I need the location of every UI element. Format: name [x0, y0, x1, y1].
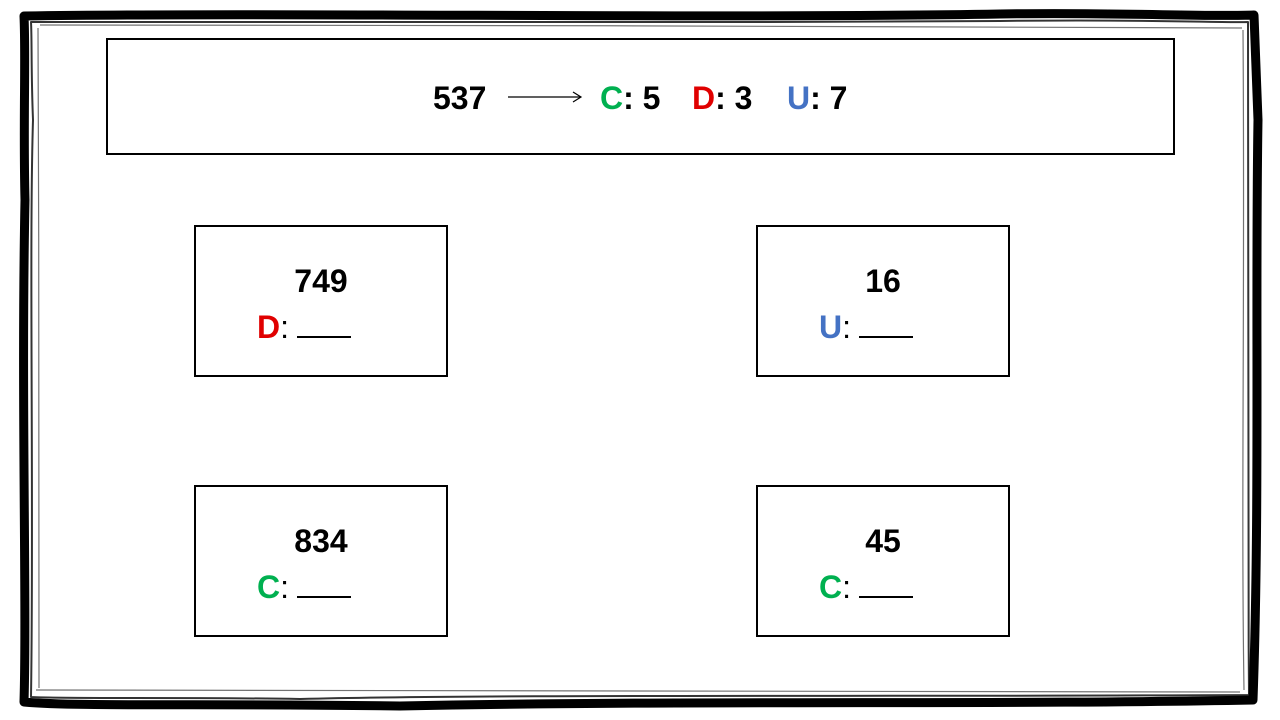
exercise-card-1: 749 D: — [194, 225, 448, 377]
answer-blank[interactable] — [297, 570, 351, 598]
example-part-d: D: 3 — [692, 80, 752, 116]
example-letter-c: C — [600, 80, 624, 116]
exercise-card-3: 834 C: — [194, 485, 448, 637]
exercise-number: 749 — [294, 263, 348, 299]
exercise-sep: : — [842, 309, 851, 345]
exercise-prompt: U: — [819, 309, 913, 345]
example-letter-d: D — [692, 80, 716, 116]
answer-blank[interactable] — [297, 310, 351, 338]
example-value-u: 7 — [829, 80, 848, 116]
exercise-card-4: 45 C: — [756, 485, 1010, 637]
answer-blank[interactable] — [859, 310, 913, 338]
example-letter-u: U — [787, 80, 811, 116]
exercise-prompt: C: — [819, 569, 913, 605]
example-part-u: U: 7 — [787, 80, 847, 116]
arrow-right-icon — [508, 91, 583, 103]
example-sep-u: : — [810, 80, 821, 116]
example-value-c: 5 — [642, 80, 661, 116]
example-part-c: C: 5 — [600, 80, 660, 116]
example-box: 537 C: 5 D: 3 U: 7 — [106, 38, 1175, 155]
exercise-letter: D — [257, 309, 281, 345]
example-sep-d: : — [715, 80, 726, 116]
exercise-prompt: C: — [257, 569, 351, 605]
exercise-sep: : — [280, 309, 289, 345]
exercise-sep: : — [842, 569, 851, 605]
exercise-prompt: D: — [257, 309, 351, 345]
example-sep-c: : — [623, 80, 634, 116]
example-number: 537 — [433, 80, 487, 116]
exercise-number: 834 — [294, 523, 348, 559]
exercise-letter: C — [257, 569, 281, 605]
exercise-number: 45 — [865, 523, 901, 559]
exercise-letter: C — [819, 569, 843, 605]
exercise-number: 16 — [865, 263, 901, 299]
example-line: 537 C: 5 D: 3 U: 7 — [108, 40, 1173, 153]
exercise-letter: U — [819, 309, 843, 345]
example-value-d: 3 — [734, 80, 753, 116]
answer-blank[interactable] — [859, 570, 913, 598]
exercise-card-2: 16 U: — [756, 225, 1010, 377]
exercise-sep: : — [280, 569, 289, 605]
